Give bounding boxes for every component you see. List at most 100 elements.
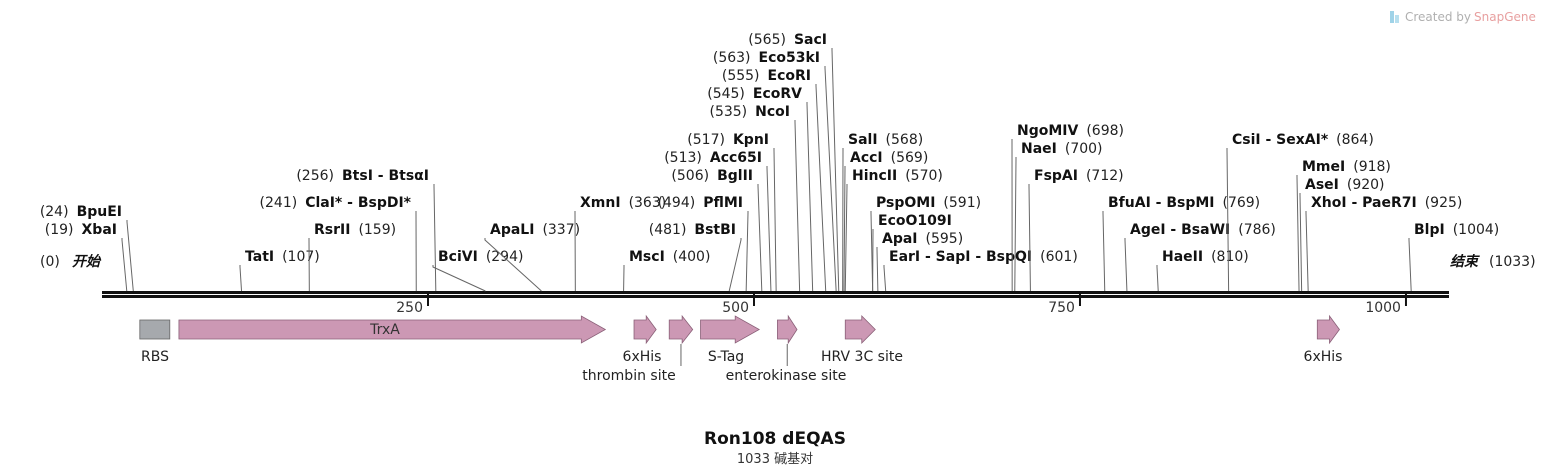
site-ncoi[interactable]: (535)NcoI xyxy=(710,104,801,292)
site-bfuai-bspmi[interactable]: BfuAI - BspMI(769) xyxy=(1102,195,1260,292)
site-leader-line xyxy=(815,84,827,292)
site-xmni[interactable]: XmnI(363) xyxy=(574,195,666,292)
site-clai-bspdi-[interactable]: (241)ClaI* - BspDI* xyxy=(260,195,417,292)
site-name: EarI - SapI - BspQI xyxy=(889,249,1032,265)
site-label: (506)BglII xyxy=(671,168,753,184)
site-name: EcoRI xyxy=(768,68,811,84)
feature-6xhis[interactable]: 6xHis xyxy=(623,314,662,365)
site-leader-line xyxy=(844,184,848,292)
feature-trxa[interactable]: TrxA xyxy=(178,315,607,344)
site-position: (294) xyxy=(486,249,524,265)
site-leader-line xyxy=(1028,184,1031,292)
site-blpi[interactable]: BlpI(1004) xyxy=(1408,222,1499,292)
snapgene-credit: Created by SnapGene xyxy=(1390,10,1536,24)
site-name: RsrII xyxy=(314,222,350,238)
tick-label: 750 xyxy=(1048,300,1075,316)
site-position: (570) xyxy=(905,168,943,184)
site-kpni[interactable]: (517)KpnI xyxy=(687,132,777,292)
site-xhoi-paer7i[interactable]: XhoI - PaeR7I(925) xyxy=(1305,195,1462,292)
site-bglii[interactable]: (506)BglII xyxy=(671,168,763,292)
site-eco53ki[interactable]: (563)Eco53kI xyxy=(713,50,837,292)
site-csii-sexai-[interactable]: CsiI - SexAI*(864) xyxy=(1226,132,1374,292)
feature-s-tag[interactable]: S-Tag xyxy=(700,315,761,365)
site-leader-line xyxy=(883,265,887,292)
site-pflmi[interactable]: (494)PflMI xyxy=(658,195,749,292)
feature-arrow xyxy=(777,314,798,345)
site-ecori[interactable]: (555)EcoRI xyxy=(722,68,827,292)
site-ngomiv[interactable]: NgoMIV(698) xyxy=(1011,123,1124,292)
site-apali[interactable]: ApaLI(337) xyxy=(484,222,580,292)
site-apai[interactable]: ApaI(595) xyxy=(876,231,963,292)
site-pspomi[interactable]: PspOMI(591) xyxy=(870,195,981,292)
site-agei-bsawi[interactable]: AgeI - BsaWI(786) xyxy=(1124,222,1276,292)
site-leader-line xyxy=(728,238,742,292)
site-saci[interactable]: (565)SacI xyxy=(748,32,840,292)
site-position: (400) xyxy=(673,249,711,265)
site-eari-sapi-bspqi[interactable]: EarI - SapI - BspQI(601) xyxy=(883,249,1078,292)
site-label: AgeI - BsaWI(786) xyxy=(1130,222,1276,238)
site-label: (19)XbaI xyxy=(45,222,117,238)
site-label: XhoI - PaeR7I(925) xyxy=(1311,195,1462,211)
site-name: PspOMI xyxy=(876,195,935,211)
site-position: (513) xyxy=(664,150,702,166)
site-leader-line xyxy=(433,184,437,292)
site-name: FspAI xyxy=(1034,168,1078,184)
site-mmei[interactable]: MmeI(918) xyxy=(1296,159,1391,292)
site-leader-line xyxy=(773,148,777,292)
feature-label: S-Tag xyxy=(708,349,744,365)
site-tati[interactable]: TatI(107) xyxy=(239,249,320,292)
site-bstbi[interactable]: (481)BstBI xyxy=(649,222,742,292)
feature-6xhis[interactable]: 6xHis xyxy=(1304,314,1343,365)
site-naei[interactable]: NaeI(700) xyxy=(1014,141,1103,292)
site-name: XhoI - PaeR7I xyxy=(1311,195,1417,211)
site-leader-line xyxy=(1156,265,1159,292)
site-label: RsrII(159) xyxy=(314,222,396,238)
site-leader-line xyxy=(757,184,763,292)
site-name: KpnI xyxy=(733,132,769,148)
site-name: SacI xyxy=(794,32,827,48)
feature-thrombin-site[interactable]: thrombin site xyxy=(582,314,694,384)
feature-arrow xyxy=(844,315,876,344)
feature-hrv-3c-site[interactable]: HRV 3C site xyxy=(821,315,903,365)
site-bpuei[interactable]: (24)BpuEI xyxy=(40,204,134,292)
site-xbai[interactable]: (19)XbaI xyxy=(45,222,128,292)
site-name: ApaLI xyxy=(490,222,534,238)
site-sali[interactable]: SalI(568) xyxy=(842,132,924,292)
site-ecoo109i[interactable]: EcoO109I xyxy=(872,213,952,292)
site-hincii[interactable]: HincII(570) xyxy=(844,168,943,292)
site-leader-line xyxy=(126,220,134,292)
site-label: XmnI(363) xyxy=(580,195,666,211)
site-msci[interactable]: MscI (400) xyxy=(623,249,711,292)
site-leader-line xyxy=(484,238,542,292)
site-label: (545)EcoRV xyxy=(707,86,802,102)
site-acc65i[interactable]: (513)Acc65I xyxy=(664,150,772,292)
site-label: MmeI(918) xyxy=(1302,159,1391,175)
site-leader-line xyxy=(1014,157,1017,292)
site-acci[interactable]: AccI(569) xyxy=(843,150,928,292)
site-label: EarI - SapI - BspQI(601) xyxy=(889,249,1078,265)
tick-label: 1000 xyxy=(1365,300,1401,316)
site-name: EcoO109I xyxy=(878,213,952,229)
site-rsrii[interactable]: RsrII(159) xyxy=(308,222,396,292)
site-asei[interactable]: AseI(920) xyxy=(1299,177,1385,292)
site-name: MscI xyxy=(629,249,665,265)
site-leader-line xyxy=(876,247,879,292)
site-label: AccI(569) xyxy=(850,150,928,166)
site-label: (517)KpnI xyxy=(687,132,769,148)
site-name: XbaI xyxy=(82,222,117,238)
site-fspai[interactable]: FspAI(712) xyxy=(1028,168,1124,292)
site-position: (256) xyxy=(296,168,334,184)
site-ecorv[interactable]: (545)EcoRV xyxy=(707,86,814,292)
site-leader-line xyxy=(239,265,243,292)
feature-enterokinase-site[interactable]: enterokinase site xyxy=(726,314,847,384)
site-name: BlpI xyxy=(1414,222,1445,238)
site-bcivi[interactable]: BciVI(294) xyxy=(432,249,524,292)
site-name: SalI xyxy=(848,132,878,148)
tick-label: 500 xyxy=(722,300,749,316)
site-haeii[interactable]: HaeII(810) xyxy=(1156,249,1249,292)
site-name: Eco53kI xyxy=(759,50,820,66)
feature-rbs[interactable]: RBS xyxy=(139,319,171,365)
site-name: AccI xyxy=(850,150,883,166)
site-btsi-bts-i[interactable]: (256)BtsI - BtsαI xyxy=(296,168,437,292)
site-position: (481) xyxy=(649,222,687,238)
